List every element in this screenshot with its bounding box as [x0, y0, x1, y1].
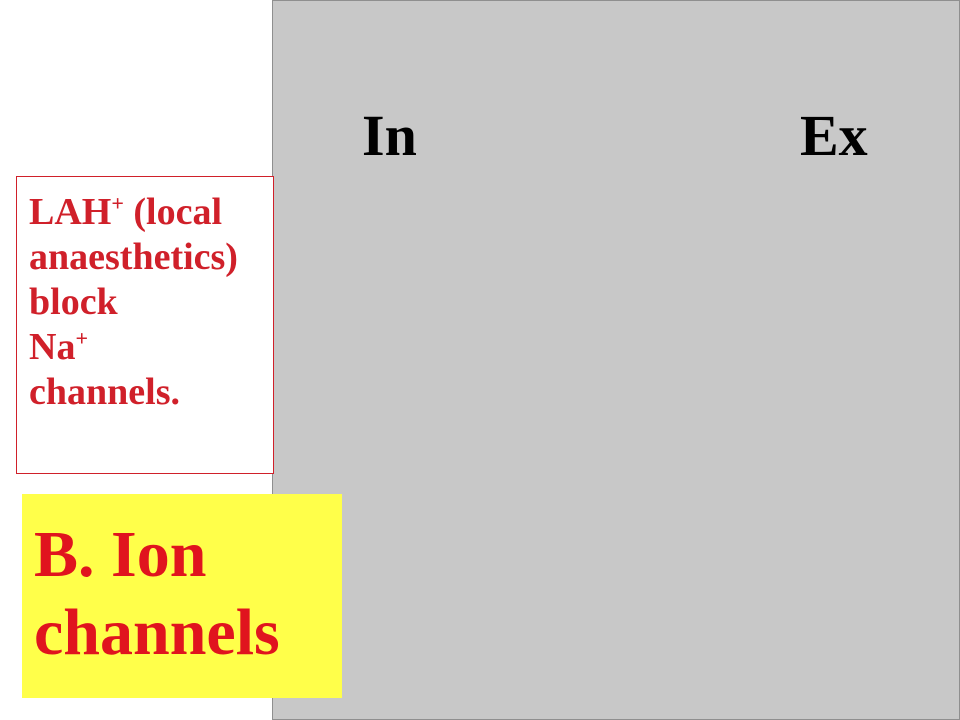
slide-title-box [22, 494, 342, 698]
callout-line-3: block [29, 281, 118, 323]
slide-title-line-1: B. Ion [34, 518, 207, 591]
callout-box [16, 176, 274, 474]
callout-line-2: anaesthetics) [29, 236, 238, 278]
slide-title: B. Ion channels [34, 516, 339, 672]
extracellular-label: Ex [800, 103, 868, 168]
callout-text: LAH+ (local anaesthetics) block Na+ chan… [29, 190, 273, 415]
callout-line-5: channels. [29, 371, 180, 413]
callout-line-4: Na+ [29, 325, 88, 368]
slide-title-line-2: channels [34, 596, 280, 669]
intracellular-label: In [362, 103, 417, 168]
callout-line-1: LAH+ (local [29, 190, 223, 233]
sodium-channel-membrane-diagram [272, 0, 960, 720]
